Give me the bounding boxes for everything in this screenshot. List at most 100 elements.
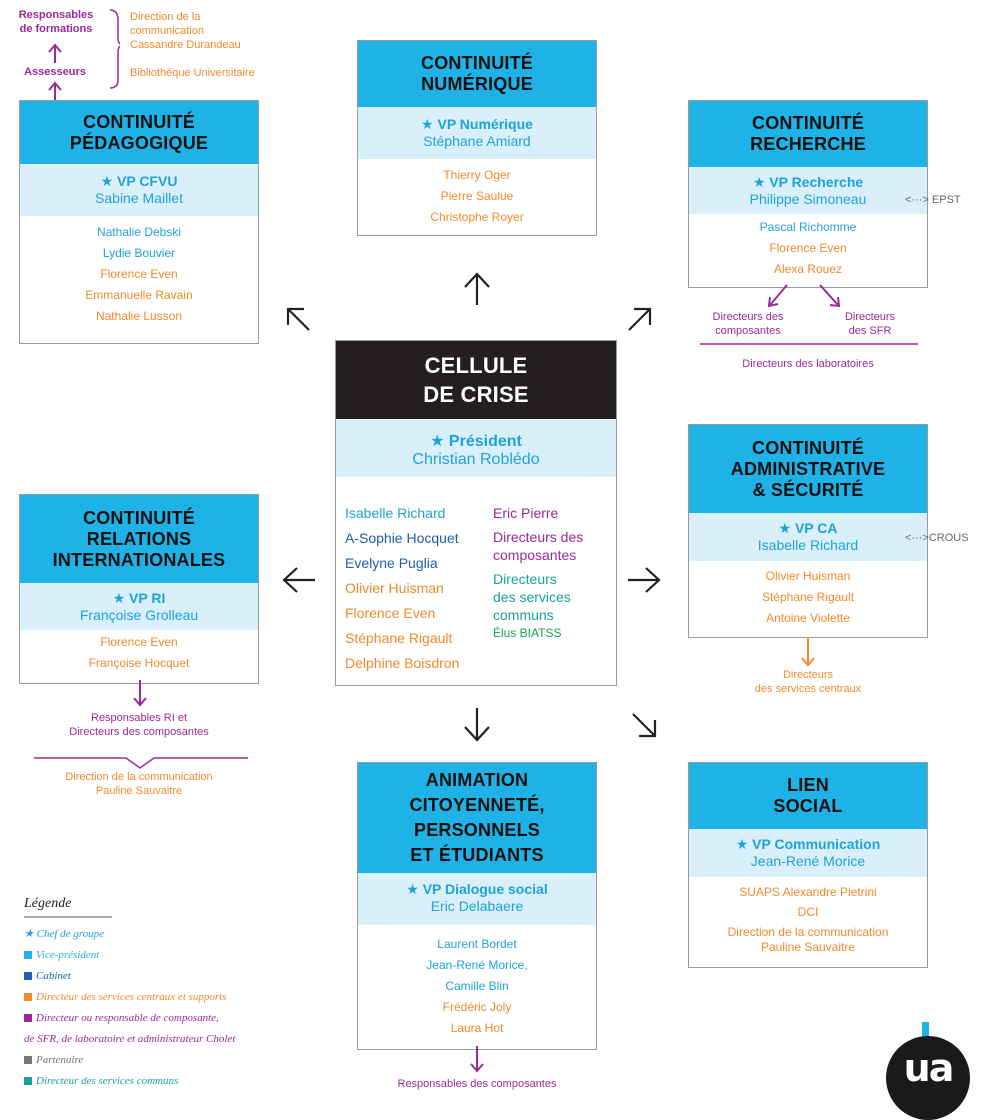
- dircom-ped-line2: communication: [130, 25, 204, 37]
- ri-lead: ★ VP RI Françoise Grolleau: [20, 583, 258, 630]
- ri-title-2: RELATIONS: [86, 528, 192, 549]
- rech-member: Pascal Richomme: [759, 220, 857, 234]
- box-numerique: CONTINUITÉ NUMÉRIQUE ★ VP Numérique Stép…: [357, 40, 597, 236]
- social-title: LIEN SOCIAL: [689, 763, 927, 829]
- num-member: Christophe Royer: [430, 210, 524, 224]
- pedagogique-members: Nathalie Debski Lydie Bouvier Florence E…: [20, 216, 258, 327]
- admin-member: Olivier Huisman: [765, 569, 851, 583]
- ri-resp-line1: Responsables RI et: [91, 712, 187, 724]
- dsc-line1: Directeurs: [782, 669, 834, 681]
- ped-name: Sabine Maillet: [95, 190, 183, 206]
- crise-dir-serv-3: communs: [493, 607, 554, 623]
- recherche-sub-arrows: [700, 284, 918, 345]
- crise-member: Florence Even: [345, 605, 436, 621]
- social-member: SUAPS Alexandre Pietrini: [739, 885, 877, 899]
- legend-item: ★ Chef de groupe: [24, 924, 294, 945]
- legend-item-text: de SFR, de laboratoire et administrateur…: [24, 1033, 236, 1045]
- admin-member: Antoine Violette: [766, 611, 850, 625]
- rech-title-1: CONTINUITÉ: [752, 113, 864, 133]
- social-lead: ★ VP Communication Jean-René Morice: [689, 829, 927, 877]
- dotted-arrow-icon: <···>: [905, 194, 932, 206]
- recherche-lead: ★ VP Recherche Philippe Simoneau: [689, 167, 927, 214]
- resp-formations-line1: Responsables: [18, 9, 94, 21]
- legend-item-text: Directeur ou responsable de composante,: [36, 1012, 219, 1024]
- dir-sfr-line1: Directeurs: [844, 311, 896, 323]
- bibliotheque-label: Bibliothèque Universitaire: [130, 67, 255, 79]
- crise-role: ★ Président: [430, 433, 522, 450]
- anim-member: Jean-René Morice,: [426, 958, 528, 972]
- animation-members: Laurent Bordet Jean-René Morice, Camille…: [358, 925, 596, 1039]
- legend-item: Partenaire: [24, 1050, 294, 1071]
- crise-left-column: Isabelle Richard A-Sophie Hocquet Evelyn…: [345, 501, 459, 676]
- dotted-arrow-icon: <···>: [905, 532, 929, 544]
- dir-comp-line2: composantes: [715, 325, 781, 337]
- ri-member: Françoise Hocquet: [88, 656, 190, 670]
- square-icon: [24, 993, 32, 1002]
- social-member: Direction de la communication: [727, 925, 889, 939]
- admin-role: ★ VP CA: [778, 520, 838, 536]
- crise-dir-comp-2: composantes: [493, 547, 577, 563]
- anim-title-4: ET ÉTUDIANTS: [410, 845, 544, 865]
- crise-member: Stéphane Rigault: [345, 630, 453, 646]
- ped-member: Emmanuelle Ravain: [85, 288, 193, 302]
- animation-lead: ★ VP Dialogue social Eric Delabaere: [358, 873, 596, 925]
- social-members: SUAPS Alexandre Pietrini DCI Direction d…: [689, 877, 927, 955]
- num-name: Stéphane Amiard: [423, 133, 531, 149]
- arrow-down-icon: [464, 708, 490, 742]
- anim-member: Camille Blin: [445, 979, 509, 993]
- dir-comp-line1: Directeurs des: [712, 311, 784, 323]
- num-role: ★ VP Numérique: [421, 116, 533, 132]
- crise-member: A-Sophie Hocquet: [345, 530, 459, 546]
- arrow-up-icon: [464, 272, 490, 305]
- crise-dir-comp-1: Directeurs des: [493, 529, 584, 545]
- ri-dircom-line1: Direction de la communication: [65, 771, 213, 783]
- legend-title: Légende: [24, 896, 112, 918]
- ped-member: Lydie Bouvier: [102, 246, 176, 260]
- admin-title-1: CONTINUITÉ: [752, 437, 864, 458]
- animation-sub-arrow: [470, 1046, 484, 1073]
- admin-member: Stéphane Rigault: [761, 590, 855, 604]
- crise-title: CELLULE DE CRISE: [336, 341, 616, 419]
- arrow-left-icon: [282, 567, 315, 593]
- ri-dircom: Direction de la communication Pauline Sa…: [19, 770, 259, 798]
- anim-member: Laurent Bordet: [437, 937, 517, 951]
- crise-elus-biatss: Élus BIATSS: [493, 626, 562, 640]
- square-icon: [24, 951, 32, 960]
- square-icon: [24, 1056, 32, 1065]
- box-administrative: CONTINUITÉ ADMINISTRATIVE & SÉCURITÉ ★ V…: [688, 424, 928, 638]
- dir-sfr: Directeurs des SFR: [830, 310, 910, 338]
- ri-title-3: INTERNATIONALES: [52, 549, 226, 570]
- crise-title-2: DE CRISE: [423, 382, 529, 407]
- admin-lead: ★ VP CA Isabelle Richard: [689, 513, 927, 561]
- ri-members: Florence Even Françoise Hocquet: [20, 630, 258, 674]
- ped-title-1: CONTINUITÉ: [83, 111, 195, 132]
- rech-member: Florence Even: [769, 241, 847, 255]
- ri-name: Françoise Grolleau: [79, 607, 199, 623]
- admin-name: Isabelle Richard: [757, 537, 859, 553]
- ri-dircom-line2: Pauline Sauvaitre: [95, 785, 183, 797]
- crise-title-1: CELLULE: [424, 353, 528, 378]
- crise-dir-serv-2: des services: [493, 589, 571, 605]
- square-icon: [24, 1014, 32, 1023]
- anim-title-3: PERSONNELS: [413, 820, 541, 840]
- ped-member: Nathalie Lusson: [95, 309, 183, 323]
- ri-role: ★ VP RI: [112, 590, 166, 606]
- responsables-formations-label: Responsables de formations: [8, 8, 104, 36]
- admin-dir-services-centraux: Directeurs des services centraux: [700, 668, 916, 696]
- ri-sub-arrows: [34, 680, 248, 769]
- box-lien-social: LIEN SOCIAL ★ VP Communication Jean-René…: [688, 762, 928, 968]
- anim-title-1: ANIMATION: [425, 770, 529, 790]
- dir-composantes-recherche: Directeurs des composantes: [698, 310, 798, 338]
- legend-item-text: Partenaire: [36, 1054, 84, 1066]
- epst-label: EPST: [931, 194, 961, 206]
- recherche-title: CONTINUITÉ RECHERCHE: [689, 101, 927, 167]
- resp-formations-line2: de formations: [19, 23, 93, 35]
- crise-dir-serv-1: Directeurs: [493, 571, 557, 587]
- admin-title: CONTINUITÉ ADMINISTRATIVE & SÉCURITÉ: [689, 425, 927, 513]
- social-member: DCI: [797, 905, 819, 919]
- legend-item-text: Directeur des services communs: [36, 1075, 179, 1087]
- ped-title-2: PÉDAGOGIQUE: [69, 132, 209, 153]
- animation-responsables: Responsables des composantes: [397, 1078, 557, 1090]
- box-cellule-crise: CELLULE DE CRISE ★ Président Christian R…: [335, 340, 617, 686]
- social-role: ★ VP Communication: [735, 836, 881, 852]
